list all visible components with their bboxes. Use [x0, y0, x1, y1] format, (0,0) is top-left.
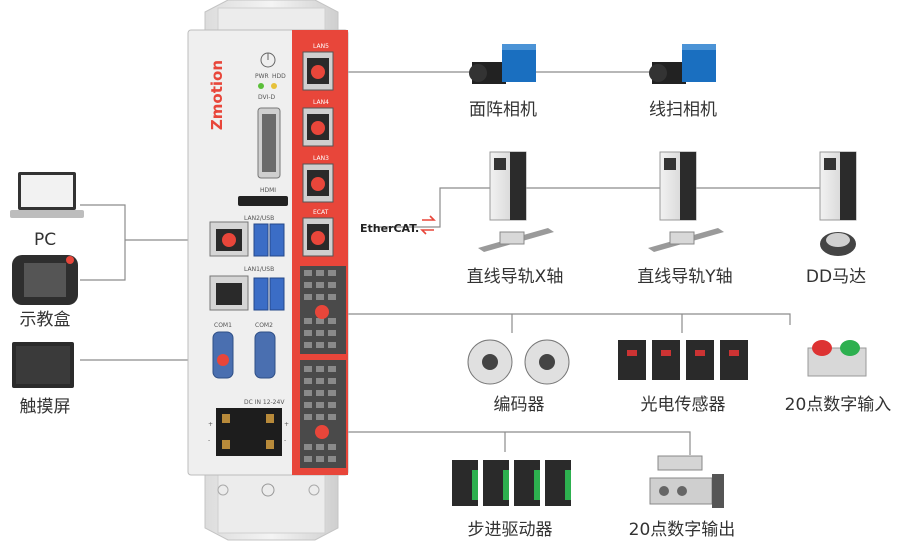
- stepper-driver-label: 步进驱动器: [468, 520, 553, 540]
- digital-output-label: 20点数字输出: [629, 520, 736, 540]
- hdmi-port: [238, 196, 288, 206]
- area-camera-icon: [469, 44, 536, 84]
- svg-text:COM2: COM2: [255, 322, 273, 329]
- svg-text:ECAT: ECAT: [313, 209, 329, 216]
- servo-drive-y-icon: [659, 151, 697, 221]
- linear-rail-x-icon: [478, 228, 554, 252]
- svg-text:+: +: [208, 421, 213, 428]
- pwr-led: [258, 83, 264, 89]
- dd-motor-icon: [820, 232, 856, 256]
- terminal-pins: [304, 270, 336, 462]
- stepper-driver-icon: [452, 460, 571, 506]
- svg-text:COM1: COM1: [214, 322, 232, 329]
- svg-text:HDMI: HDMI: [260, 187, 276, 194]
- svg-text:DVI-D: DVI-D: [258, 94, 276, 101]
- svg-text:DC IN 12-24V: DC IN 12-24V: [244, 399, 285, 406]
- servo-drive-dd-icon: [819, 151, 857, 221]
- motion-controller: Zmotion PWR HDD DVI-D HDMI LAN2/USB LAN1…: [187, 0, 349, 541]
- lan1-port: [216, 283, 242, 305]
- brand-logo: Zmotion: [208, 60, 226, 130]
- svg-text:-: -: [208, 437, 210, 444]
- svg-text:-: -: [284, 437, 286, 444]
- linear-rail-y-icon: [648, 228, 724, 252]
- linear-y-label: 直线导轨Y轴: [637, 267, 732, 287]
- line-ethercat: [375, 187, 830, 228]
- svg-text:PWR: PWR: [255, 73, 269, 80]
- svg-text:HDD: HDD: [272, 73, 286, 80]
- touch-screen-icon: [12, 342, 74, 388]
- svg-text:LAN5: LAN5: [313, 43, 329, 50]
- teach-pendant-label: 示教盒: [20, 310, 71, 330]
- com2-port: [254, 331, 276, 379]
- push-button-icon: [807, 340, 867, 377]
- pc-label: PC: [34, 230, 56, 250]
- line-camera-label: 线扫相机: [649, 100, 717, 120]
- area-camera-label: 面阵相机: [469, 100, 537, 120]
- pc-laptop-icon: [10, 172, 84, 218]
- touch-screen-label: 触摸屏: [20, 397, 71, 417]
- pneumatic-valve-icon: [649, 455, 724, 508]
- svg-text:LAN2/USB: LAN2/USB: [244, 215, 274, 222]
- digital-input-label: 20点数字输入: [785, 395, 892, 415]
- svg-text:+: +: [284, 421, 289, 428]
- svg-text:LAN1/USB: LAN1/USB: [244, 266, 274, 273]
- svg-text:LAN3: LAN3: [313, 155, 329, 162]
- line-outputs: [330, 431, 691, 455]
- servo-drive-x-icon: [489, 151, 527, 221]
- ethercat-logo: EtherCAT.: [360, 215, 436, 235]
- encoder-label: 编码器: [494, 395, 545, 415]
- dd-motor-label: DD马达: [806, 267, 866, 287]
- encoder-icon: [467, 339, 570, 385]
- teach-pendant-icon: [12, 255, 78, 305]
- linear-x-label: 直线导轨X轴: [467, 267, 564, 287]
- line-inputs: [330, 313, 791, 325]
- svg-text:EtherCAT.: EtherCAT.: [360, 222, 419, 235]
- photo-sensor-label: 光电传感器: [641, 395, 726, 415]
- svg-text:LAN4: LAN4: [313, 99, 329, 106]
- line-camera-icon: [649, 44, 716, 84]
- hdd-led: [271, 83, 277, 89]
- line-pc-pendant: [80, 204, 126, 281]
- photo-sensor-icon: [618, 340, 748, 380]
